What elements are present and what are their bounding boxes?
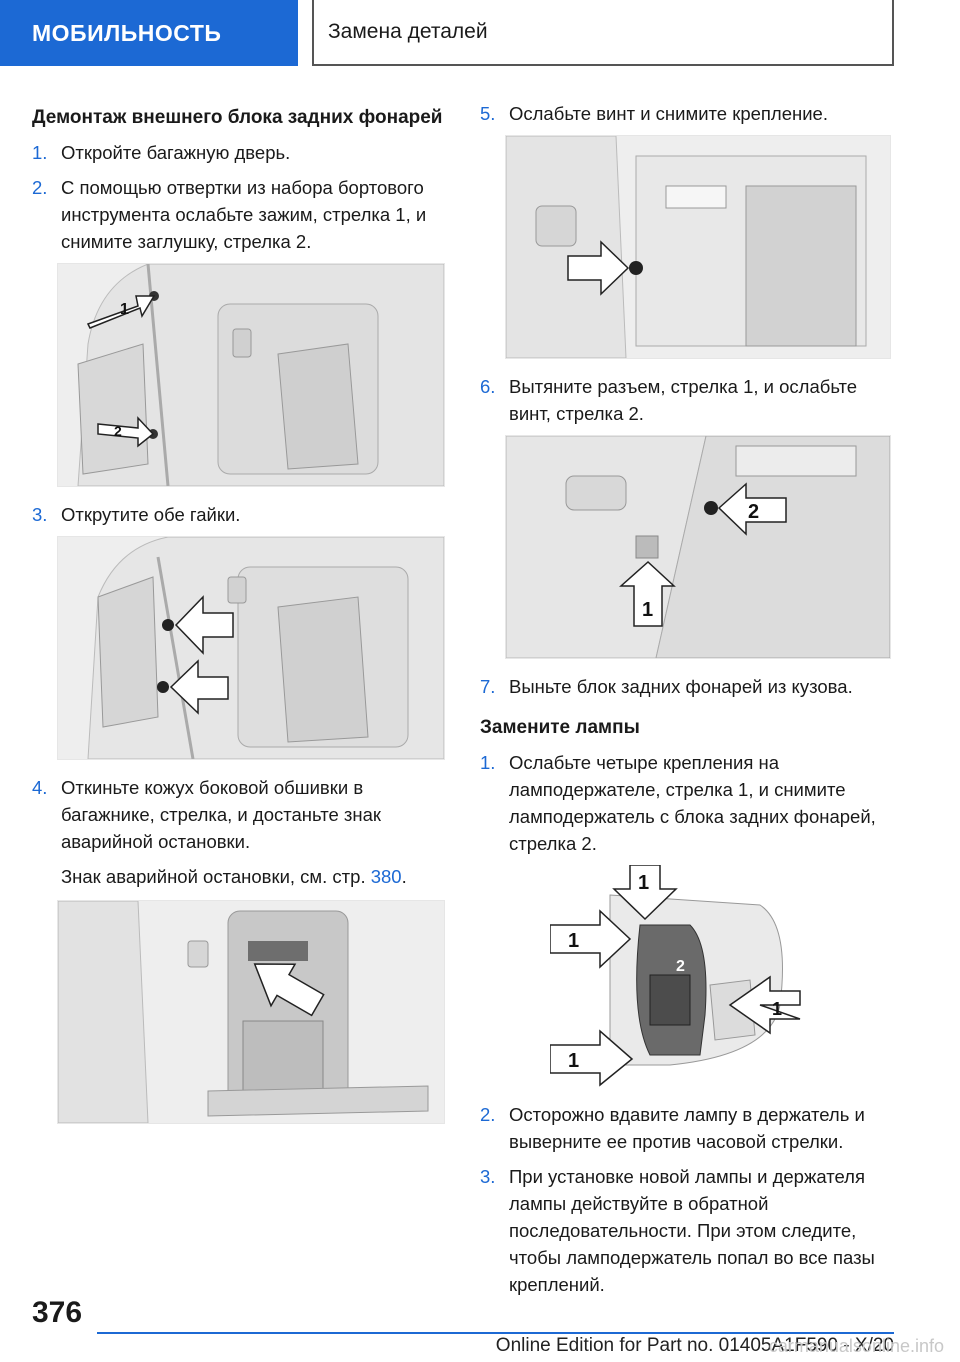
figure-label: 1 <box>638 872 649 894</box>
left-column: Демонтаж внешнего блока задних фонарей 1… <box>32 100 445 1138</box>
step-item: 7. Выньте блок задних фонарей из кузова. <box>480 676 853 697</box>
figure-bracket <box>505 135 891 359</box>
figure-label: 1 <box>120 301 129 318</box>
step-item: 1. Ослабьте четыре крепления на ламподер… <box>480 752 876 854</box>
step-item: 6. Вытяните разъем, стрелка 1, и ослабьт… <box>480 376 858 424</box>
step-item: 5. Ослабьте винт и снимите крепление. <box>480 103 828 124</box>
page-number: 376 <box>32 1296 83 1329</box>
right-column: 5. Ослабьте винт и снимите крепление. 6.… <box>480 100 894 1306</box>
section-tab: МОБИЛЬНОСТЬ <box>0 0 298 66</box>
figure-label: 1 <box>772 999 782 1019</box>
figure-lamp-holder: 1 1 1 1 2 <box>550 865 850 1087</box>
step-item: 3. При установке новой лампы и держателя… <box>480 1166 875 1295</box>
step-item: 4. Откиньте кожух боковой обшивки в бага… <box>32 777 381 852</box>
figure-label: 2 <box>676 958 685 975</box>
figure-side-panel <box>57 900 445 1124</box>
step-item: 2. Осторожно вдавите лампу в держатель и… <box>480 1104 865 1152</box>
figure-label: 1 <box>568 930 579 952</box>
reference-note: Знак аварийной остановки, см. стр. 380. <box>61 866 407 887</box>
watermark: carmanualsonline.info <box>768 1336 944 1356</box>
figure-label: 1 <box>642 599 653 621</box>
figure-label: 2 <box>114 423 122 439</box>
footer-divider <box>97 1332 894 1334</box>
page-reference-link[interactable]: 380 <box>370 866 402 887</box>
section-heading-removal: Демонтаж внешнего блока задних фонарей <box>32 107 443 128</box>
step-item: 1. Откройте багажную дверь. <box>32 142 291 163</box>
figure-connector: 2 1 <box>505 435 891 659</box>
figure-nuts <box>57 536 445 760</box>
page-header-title: Замена деталей <box>312 0 894 66</box>
figure-trunk-clip: 1 2 <box>57 263 445 487</box>
edition-info: Online Edition for Part no. 01405A1F590 … <box>495 1335 894 1356</box>
figure-label: 1 <box>568 1050 579 1072</box>
step-item: 2. С помощью отвертки из набора бортовог… <box>32 177 427 252</box>
step-item: 3. Открутите обе гайки. <box>32 504 241 525</box>
figure-label: 2 <box>748 501 759 523</box>
section-heading-lamps: Замените лампы <box>480 717 640 738</box>
